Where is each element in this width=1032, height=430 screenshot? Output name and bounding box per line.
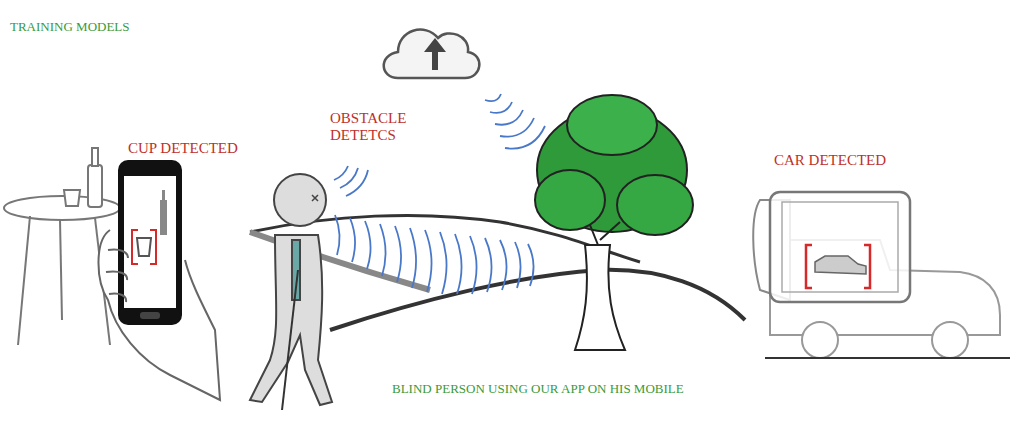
- signal-waves-part: [500, 240, 507, 290]
- hand-phone-part: [106, 249, 128, 302]
- hand-phone-part: [806, 245, 870, 288]
- cloud-upload-part: [424, 38, 446, 70]
- blind-person-part: [312, 195, 318, 201]
- tree: [535, 95, 693, 350]
- signal-waves-part: [335, 215, 340, 255]
- signal-waves-part: [340, 168, 358, 188]
- blind-person-part: [274, 174, 326, 226]
- blind-person: [250, 174, 332, 410]
- signal-waves-part: [485, 94, 501, 101]
- cloud-upload: [384, 30, 480, 78]
- tree-part: [535, 170, 605, 230]
- detection-label: CAR DETECTED: [772, 152, 888, 169]
- truck-part: [932, 322, 968, 358]
- truck-part: [802, 322, 838, 358]
- tree-part: [575, 245, 625, 350]
- hand-phone-part: [770, 192, 910, 302]
- signal-waves-part: [350, 218, 355, 262]
- table-part: [18, 216, 30, 345]
- signal-waves-part: [485, 238, 492, 292]
- signal-waves-part: [440, 232, 447, 294]
- signal-waves-part: [365, 221, 371, 269]
- blind-person-part: [250, 235, 332, 405]
- hand-phone-part: [140, 312, 160, 319]
- table-part: [92, 148, 98, 166]
- table-part: [60, 220, 62, 320]
- signal-waves-part: [455, 234, 462, 294]
- hand-phone-part: [137, 238, 151, 256]
- detection-label: CUP DETECTED: [126, 140, 240, 157]
- hand-phone: [98, 160, 220, 400]
- signal-waves-part: [334, 166, 348, 180]
- hand-phone-part: [160, 200, 167, 235]
- hand-phone-part: [162, 190, 165, 200]
- tree-part: [617, 175, 693, 235]
- hand-phone-part: [132, 230, 156, 264]
- signal-waves-part: [528, 244, 534, 286]
- signal-waves-part: [470, 236, 477, 294]
- signal-waves-part: [346, 170, 368, 196]
- signal-waves-part: [395, 226, 401, 282]
- detection-label: OBSTACLE DETETCS: [328, 110, 422, 145]
- tree-part: [567, 95, 657, 155]
- signal-waves-part: [380, 224, 386, 276]
- table-part: [88, 165, 102, 207]
- signal-waves-part: [500, 118, 534, 137]
- signal-waves-part: [490, 102, 512, 113]
- truck-part: [765, 357, 1010, 359]
- hand-phone-part: [118, 160, 182, 325]
- table-part: [64, 190, 80, 206]
- hand-phone: [753, 192, 910, 302]
- signal-waves-part: [515, 242, 521, 288]
- signal-waves-part: [495, 110, 523, 125]
- hand-phone-part: [782, 202, 898, 292]
- signal-waves-part: [410, 228, 416, 288]
- tree-part: [590, 222, 620, 245]
- cloud-upload-part: [384, 30, 480, 78]
- blind-person-part: [282, 270, 298, 410]
- hand-phone-part: [124, 176, 176, 308]
- signal-waves-part: [505, 126, 545, 149]
- hand-phone-part: [815, 256, 866, 274]
- heading-label: TRAINING MODELS: [8, 20, 132, 35]
- signal-waves-part: [425, 230, 432, 292]
- caption-label: BLIND PERSON USING OUR APP ON HIS MOBILE: [390, 382, 694, 397]
